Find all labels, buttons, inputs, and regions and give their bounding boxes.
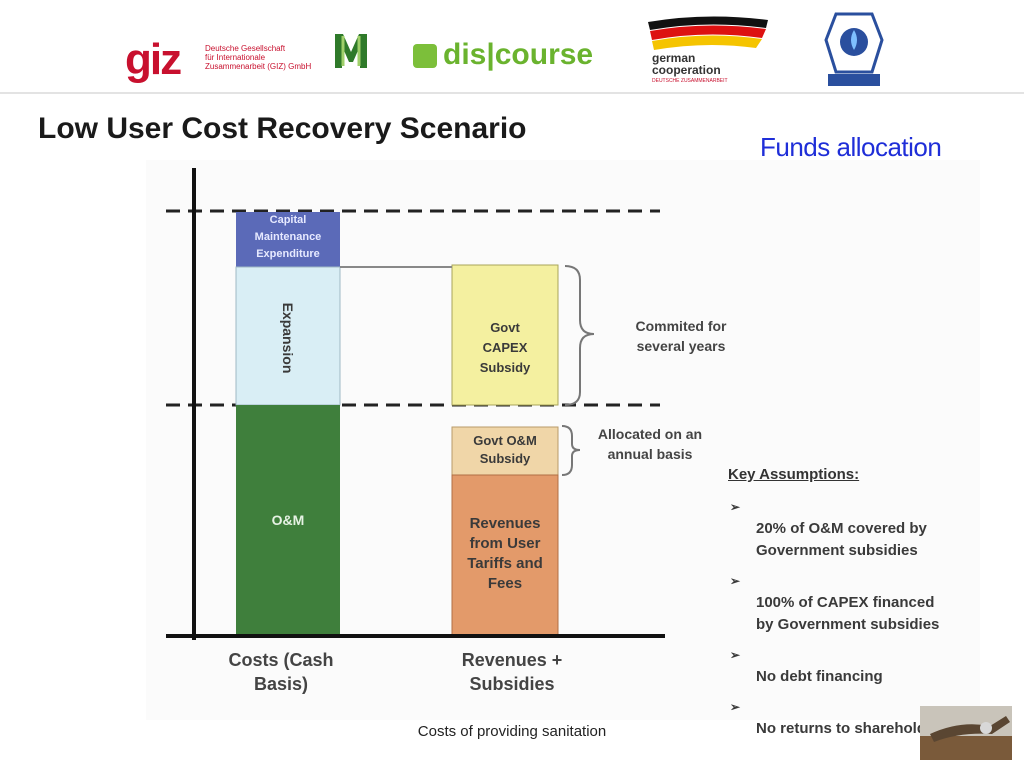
arrow-bullet-icon: ➢ — [730, 700, 741, 714]
giz-logo-subtext: Deutsche Gesellschaft für Internationale… — [205, 44, 312, 71]
key-assumption-text: 100% of CAPEX financed by Government sub… — [756, 594, 940, 633]
arrow-bullet-icon: ➢ — [730, 500, 741, 514]
user-revenues-block — [451, 474, 559, 636]
capex-subsidy-label: Govt CAPEX Subsidy — [479, 320, 531, 375]
german-cooperation-text: german cooperation — [652, 51, 721, 77]
key-assumptions-list: ➢ 20% of O&M covered by Government subsid… — [728, 496, 949, 748]
header-logo-bar: giz Deutsche Gesellschaft für Internatio… — [0, 0, 1024, 94]
arrow-bullet-icon: ➢ — [730, 648, 741, 662]
capex-subsidy-block — [451, 264, 559, 406]
committed-note: Commited for several years — [635, 318, 727, 354]
capital-maintenance-label: Capital Maintenance Expenditure — [254, 214, 322, 260]
costs-axis-label: Costs (Cash Basis) — [228, 650, 334, 694]
giz-logo-word: giz — [125, 35, 182, 84]
om-block — [236, 405, 340, 635]
om-subsidy-label: Govt O&M Subsidy — [473, 433, 537, 466]
discourse-logo-text: dis|course — [443, 38, 594, 71]
committed-brace — [564, 265, 595, 406]
key-assumption-text: No debt financing — [756, 668, 883, 685]
discourse-square-icon — [413, 44, 437, 68]
key-assumption-item: ➢ No debt financing — [728, 644, 949, 688]
user-revenues-label: Revenues from User Tariffs and Fees — [467, 515, 543, 592]
annual-brace — [561, 425, 581, 476]
expansion-label: Expansion — [280, 302, 296, 374]
capital-maintenance-block — [236, 212, 340, 267]
german-cooperation-subtext: DEUTSCHE ZUSAMMENARBEIT — [652, 78, 728, 84]
key-assumption-item: ➢ 20% of O&M covered by Government subsid… — [728, 496, 949, 562]
om-label: O&M — [271, 512, 305, 528]
revenues-axis-label: Revenues + Subsidies — [461, 650, 563, 694]
german-flag-swoosh-icon — [648, 16, 768, 50]
key-assumption-text: 20% of O&M covered by Government subsidi… — [756, 520, 927, 559]
slide-footer: Costs of providing sanitation — [417, 723, 607, 740]
key-assumption-item: ➢ 100% of CAPEX financed by Government su… — [728, 570, 949, 636]
annual-note: Allocated on an annual basis — [597, 426, 703, 462]
arrow-bullet-icon: ➢ — [730, 574, 741, 588]
om-subsidy-block — [451, 426, 559, 476]
tap-photo-icon — [920, 706, 1012, 760]
m-emblem-logo — [333, 30, 369, 70]
water-services-seal-icon — [824, 12, 884, 86]
slide-title: Low User Cost Recovery Scenario — [38, 112, 527, 145]
expansion-block — [235, 266, 341, 406]
key-assumptions-title: Key Assumptions: — [728, 466, 860, 483]
german-cooperation-logo: german cooperation DEUTSCHE ZUSAMMENARBE… — [646, 14, 776, 86]
